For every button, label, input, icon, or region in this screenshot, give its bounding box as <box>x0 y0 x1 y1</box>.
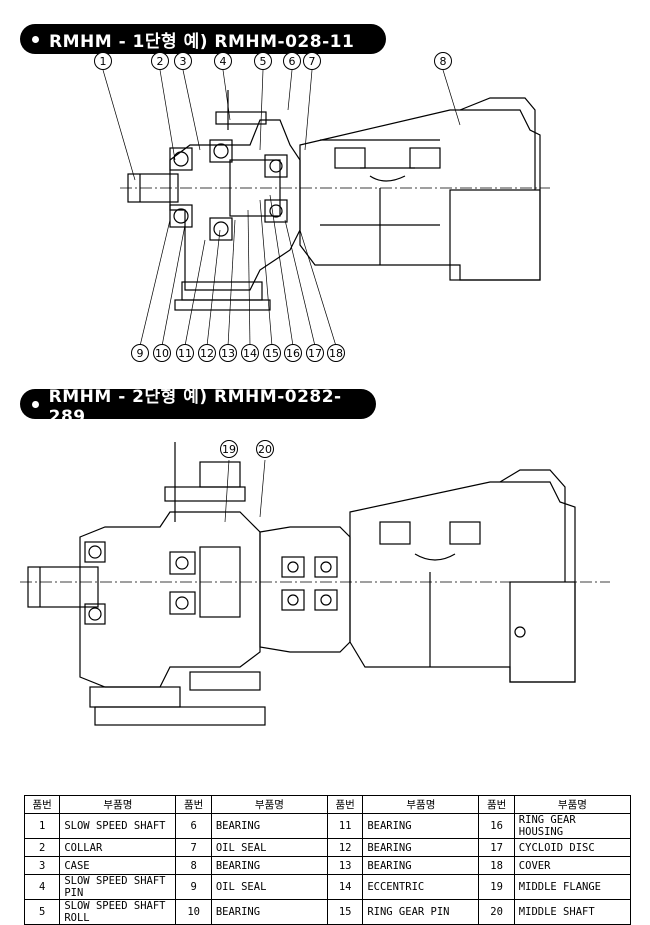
part-number: 20 <box>478 899 515 925</box>
part-number: 15 <box>326 899 364 925</box>
column-header: 부품명 <box>210 795 328 814</box>
table-row: 1 SLOW SPEED SHAFT 6 BEARING 11 BEARING … <box>23 813 632 839</box>
callout: 12 <box>198 344 216 362</box>
table-row: 2 COLLAR 7 OIL SEAL 12 BEARING 17 CYCLOI… <box>23 838 632 857</box>
part-number: 4 <box>23 874 61 900</box>
part-name: BEARING <box>362 856 480 875</box>
part-number: 13 <box>326 856 364 875</box>
part-number: 12 <box>326 838 364 857</box>
callout: 16 <box>284 344 302 362</box>
column-header: 품번 <box>23 795 61 814</box>
part-number: 7 <box>175 838 212 857</box>
part-name: OIL SEAL <box>210 838 328 857</box>
part-name: MIDDLE SHAFT <box>513 899 632 925</box>
part-name: MIDDLE FLANGE <box>513 874 632 900</box>
part-name: BEARING <box>210 856 328 875</box>
callout: 20 <box>256 440 274 458</box>
section1-title: RMHM - 1단형 예) RMHM-028-11 <box>20 24 386 54</box>
column-header: 품번 <box>478 795 515 814</box>
callout: 4 <box>214 52 232 70</box>
callout: 10 <box>153 344 171 362</box>
single-stage-drawing <box>102 69 550 347</box>
part-number: 17 <box>478 838 515 857</box>
two-stage-drawing <box>20 442 610 726</box>
table-header-row: 품번 부품명 품번 부품명 품번 부품명 품번 부품명 <box>23 795 632 814</box>
part-number: 8 <box>175 856 212 875</box>
callout: 8 <box>434 52 452 70</box>
callout: 9 <box>131 344 149 362</box>
part-number: 6 <box>175 813 212 839</box>
section1-title-text: RMHM - 1단형 예) RMHM-028-11 <box>49 31 355 52</box>
callout: 17 <box>306 344 324 362</box>
bullet-icon <box>32 35 39 43</box>
callout: 5 <box>254 52 272 70</box>
callout: 11 <box>176 344 194 362</box>
callout: 15 <box>263 344 281 362</box>
part-name: COLLAR <box>59 838 177 857</box>
part-number: 19 <box>478 874 515 900</box>
bullet-icon <box>32 400 39 408</box>
part-number: 9 <box>175 874 212 900</box>
column-header: 품번 <box>175 795 212 814</box>
part-name: RING GEAR PIN <box>362 899 480 925</box>
part-name: SLOW SPEED SHAFT <box>59 813 177 839</box>
callout: 6 <box>283 52 301 70</box>
column-header: 부품명 <box>59 795 177 814</box>
part-number: 5 <box>23 899 61 925</box>
part-name: RING GEAR HOUSING <box>513 813 632 839</box>
column-header: 부품명 <box>513 795 632 814</box>
part-name: BEARING <box>210 899 328 925</box>
part-name: SLOW SPEED SHAFT ROLL <box>59 899 177 925</box>
callout: 1 <box>94 52 112 70</box>
section2-title-text: RMHM - 2단형 예) RMHM-0282-289 <box>48 386 342 427</box>
column-header: 부품명 <box>362 795 480 814</box>
callout: 2 <box>151 52 169 70</box>
part-name: BEARING <box>362 838 480 857</box>
part-number: 2 <box>23 838 61 857</box>
table-row: 3 CASE 8 BEARING 13 BEARING 18 COVER <box>23 856 632 875</box>
callout: 3 <box>174 52 192 70</box>
part-number: 11 <box>326 813 364 839</box>
part-name: COVER <box>513 856 632 875</box>
table-row: 5 SLOW SPEED SHAFT ROLL 10 BEARING 15 RI… <box>23 899 632 925</box>
part-name: BEARING <box>362 813 480 839</box>
part-number: 18 <box>478 856 515 875</box>
callout: 14 <box>241 344 259 362</box>
section2-title: RMHM - 2단형 예) RMHM-0282-289 <box>20 387 376 427</box>
column-header: 품번 <box>326 795 364 814</box>
part-number: 3 <box>23 856 61 875</box>
parts-table: 품번 부품명 품번 부품명 품번 부품명 품번 부품명 1 SLOW SPEED… <box>23 795 632 925</box>
part-name: ECCENTRIC <box>362 874 480 900</box>
callout: 18 <box>327 344 345 362</box>
part-name: BEARING <box>210 813 328 839</box>
part-number: 14 <box>326 874 364 900</box>
callout: 19 <box>220 440 238 458</box>
part-name: SLOW SPEED SHAFT PIN <box>59 874 177 900</box>
callout: 7 <box>303 52 321 70</box>
part-name: CASE <box>59 856 177 875</box>
part-number: 10 <box>175 899 212 925</box>
part-number: 1 <box>23 813 61 839</box>
part-name: CYCLOID DISC <box>513 838 632 857</box>
table-row: 4 SLOW SPEED SHAFT PIN 9 OIL SEAL 14 ECC… <box>23 874 632 900</box>
part-name: OIL SEAL <box>210 874 328 900</box>
callout: 13 <box>219 344 237 362</box>
part-number: 16 <box>478 813 515 839</box>
